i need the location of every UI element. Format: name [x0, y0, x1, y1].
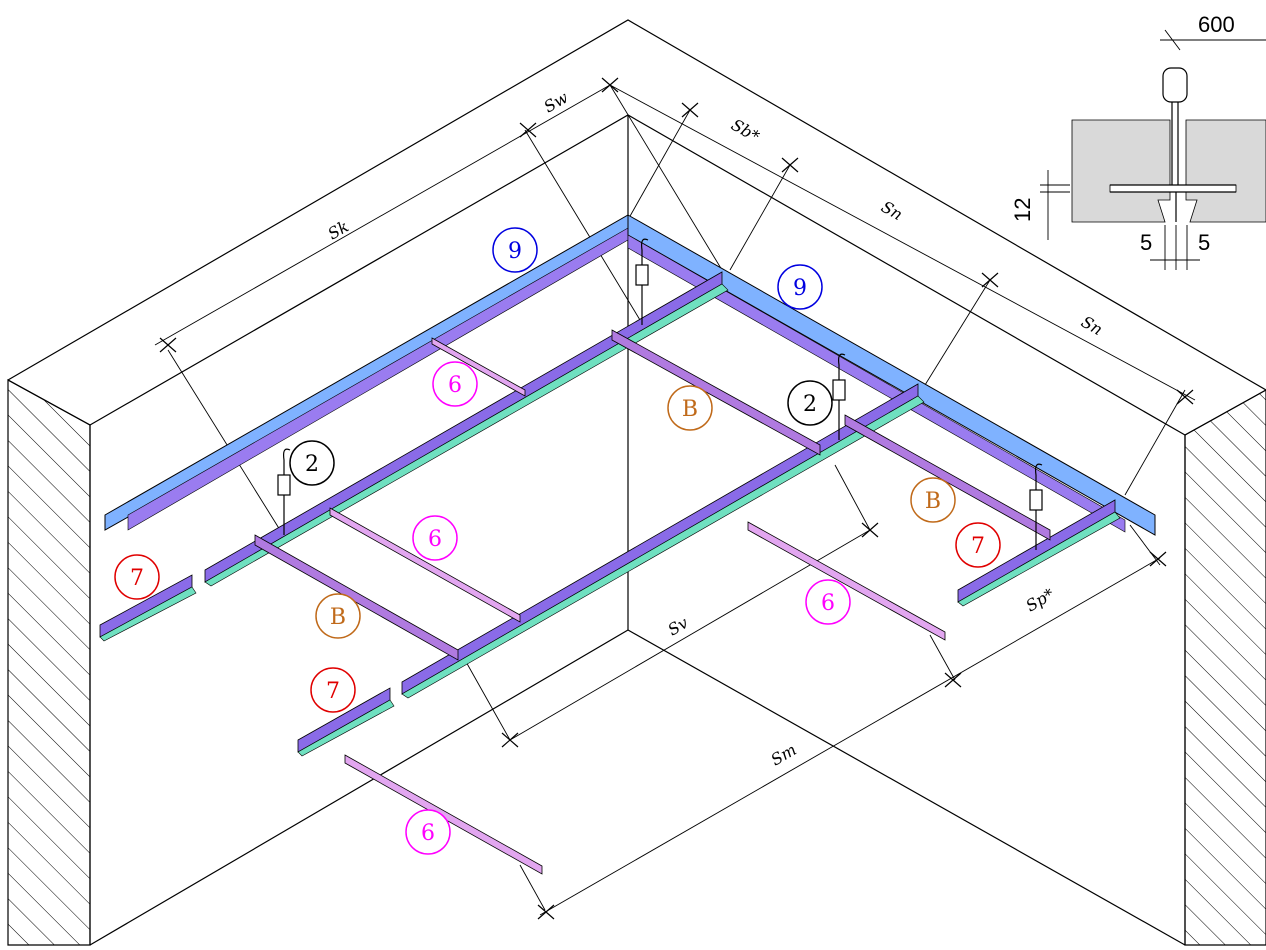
- callout-label: 7: [130, 566, 144, 591]
- callout-label: B: [682, 397, 698, 422]
- callout-7-bottom: 7: [310, 667, 356, 713]
- callout-label: 6: [428, 527, 442, 552]
- callout-9-left: 9: [492, 227, 538, 273]
- cross-tee-b-1: [254, 534, 459, 661]
- callouts: 9 9 6 B 2 2 B 6: [114, 227, 1001, 855]
- dim-label-sb: Sb*: [728, 115, 763, 146]
- dim-label-sn-2: Sn: [1078, 312, 1106, 339]
- callout-9-right: 9: [777, 264, 823, 310]
- callout-label: 9: [508, 239, 522, 264]
- cross-tee-6-4: [344, 754, 543, 875]
- cross-tee-b-3: [844, 414, 1051, 541]
- callout-label: 6: [421, 821, 435, 846]
- hanger-4: [1029, 463, 1043, 550]
- callout-b-top: B: [667, 385, 713, 431]
- main-runner-3: [957, 499, 1121, 607]
- hanger-3: [832, 353, 846, 440]
- callout-6-middle: 6: [412, 515, 458, 561]
- dim-label-sk: Sk: [325, 217, 352, 244]
- dim-label-sn-1: Sn: [878, 197, 906, 224]
- callout-6-top: 6: [432, 361, 478, 407]
- callout-6-bottom: 6: [405, 809, 451, 855]
- cross-tee-6-1: [431, 337, 526, 397]
- detail-height-label: 12: [1010, 198, 1035, 222]
- detail-gap-left-label: 5: [1140, 230, 1152, 255]
- callout-2-left: 2: [289, 440, 335, 486]
- dimension-lines: [154, 84, 1196, 916]
- callout-label: 7: [326, 679, 340, 704]
- detail-width-label: 600: [1198, 12, 1235, 37]
- cross-tee-b-2: [611, 329, 821, 456]
- profile-detail: 600 12 5 5: [1010, 12, 1266, 270]
- callout-b-right: B: [910, 477, 956, 523]
- hanger-1: [277, 448, 291, 535]
- callout-label: B: [330, 605, 346, 630]
- detail-gap-right-label: 5: [1198, 230, 1210, 255]
- right-wall-section: [1184, 389, 1266, 946]
- callout-label: B: [925, 489, 941, 514]
- callout-label: 2: [305, 452, 319, 477]
- dim-label-sw: Sw: [541, 88, 572, 117]
- cross-tee-6-2: [329, 507, 521, 623]
- dimension-ticks: [159, 77, 1194, 920]
- wall-angle-right: [627, 214, 1156, 536]
- callout-7-right: 7: [955, 522, 1001, 568]
- runner-piece-7-1: [99, 574, 197, 642]
- dim-label-sm: Sm: [768, 740, 800, 770]
- callout-7-left: 7: [114, 554, 160, 600]
- runner-piece-7-2: [297, 687, 395, 757]
- callout-label: 2: [803, 392, 817, 417]
- callout-label: 7: [971, 534, 985, 559]
- left-wall-section: [7, 378, 91, 946]
- callout-label: 6: [448, 373, 462, 398]
- callout-label: 9: [793, 276, 807, 301]
- dim-label-sp: Sp*: [1023, 584, 1058, 615]
- cross-tee-6-3: [747, 521, 946, 641]
- callout-b-left: B: [315, 593, 361, 639]
- dim-label-sv: Sv: [665, 613, 692, 639]
- hanger-2: [635, 238, 649, 325]
- callout-6-right: 6: [805, 579, 851, 625]
- main-runner-1: [204, 271, 729, 587]
- callout-label: 6: [821, 591, 835, 616]
- main-runner-2: [401, 383, 925, 699]
- callout-2-right: 2: [787, 380, 833, 426]
